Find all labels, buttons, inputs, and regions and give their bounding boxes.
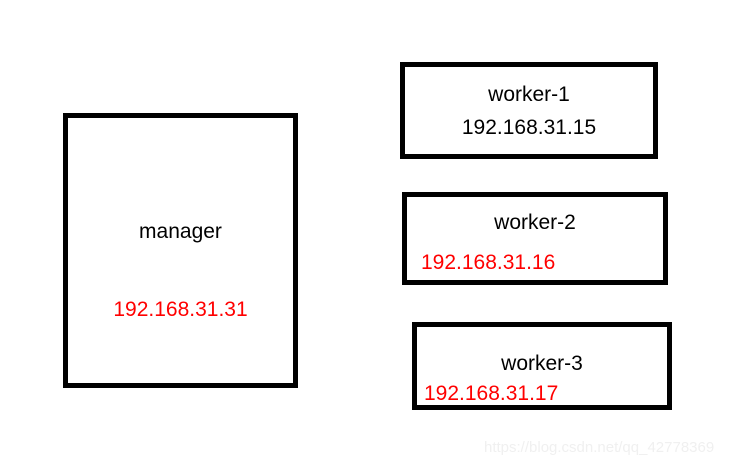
node-label-worker-3: worker-3 — [501, 352, 583, 375]
node-box-worker-2 — [402, 192, 668, 285]
watermark-text: https://blog.csdn.net/qq_42778369 — [484, 439, 715, 456]
node-ip-worker-3: 192.168.31.17 — [424, 382, 559, 405]
node-label-worker-2: worker-2 — [494, 211, 576, 234]
node-label-worker-1: worker-1 — [488, 83, 570, 106]
node-ip-worker-1: 192.168.31.15 — [461, 116, 597, 139]
node-box-worker-3 — [412, 322, 672, 410]
node-box-worker-1 — [400, 62, 658, 159]
node-ip-manager: 192.168.31.31 — [113, 298, 248, 321]
node-ip-worker-2: 192.168.31.16 — [421, 251, 556, 274]
node-label-manager: manager — [139, 220, 222, 243]
node-box-manager — [63, 113, 298, 388]
